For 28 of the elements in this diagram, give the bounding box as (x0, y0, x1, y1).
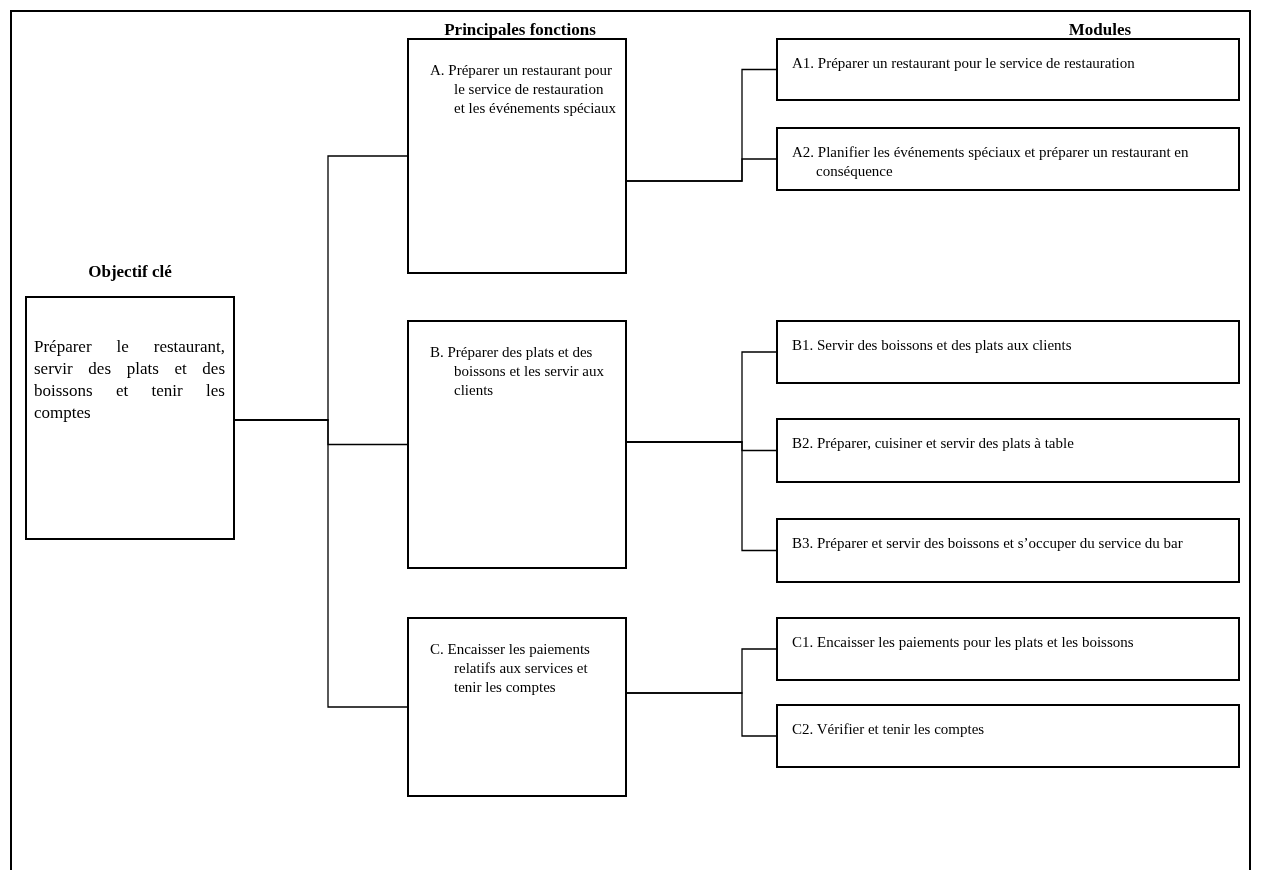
connector-line (234, 419, 408, 708)
module-text: B3. Préparer et servir des boissons et s’occuper du service du bar (791, 534, 1184, 553)
connector-line (626, 441, 777, 552)
module-box (776, 127, 1240, 191)
function-text: B. Préparer des plats et des boissons et les servir aux clients (429, 343, 605, 400)
function-box (407, 617, 627, 797)
function-box (407, 38, 627, 274)
module-text: A1. Préparer un restaurant pour le service de restauration (791, 54, 1136, 73)
module-text: A2. Planifier les événements spéciaux et préparer un restaurant en conséquence (791, 143, 1190, 181)
column-heading: Objectif clé (87, 262, 173, 282)
module-box (776, 320, 1240, 384)
function-text: C. Encaisser les paiements relatifs aux services et tenir les comptes (429, 640, 591, 697)
module-box (776, 518, 1240, 583)
module-box (776, 418, 1240, 483)
column-heading: Principales fonctions (443, 20, 597, 40)
module-box (776, 617, 1240, 681)
connector-line (626, 692, 777, 737)
column-heading: Modules (1067, 20, 1133, 40)
function-box (407, 320, 627, 569)
function-text: A. Préparer un restaurant pour le service de restauration et les événements spéciaux (429, 61, 617, 118)
module-text: B2. Préparer, cuisiner et servir des plats à table (791, 434, 1075, 453)
module-text: C2. Vérifier et tenir les comptes (791, 720, 986, 739)
module-box (776, 38, 1240, 101)
module-text: B1. Servir des boissons et des plats aux clients (791, 336, 1073, 355)
module-text: C1. Encaisser les paiements pour les plats et les boissons (791, 633, 1135, 652)
objective-text: Préparer le restaurant, servir des plats et des boissons et tenir les comptes (34, 336, 225, 424)
connector-line (626, 158, 777, 182)
module-box (776, 704, 1240, 768)
